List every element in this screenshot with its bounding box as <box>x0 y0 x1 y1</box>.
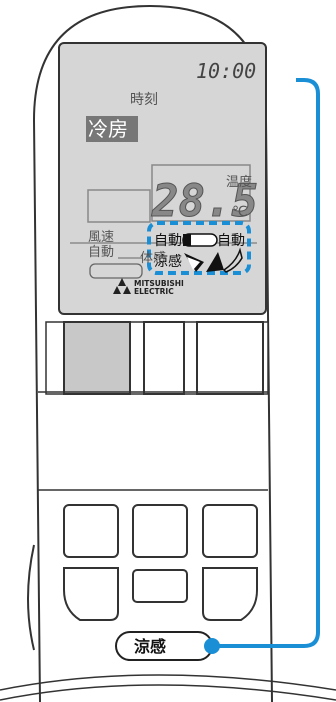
vane-highlight-box <box>147 221 251 275</box>
mode-box <box>86 116 138 142</box>
temperature-unit: ℃ <box>232 204 248 220</box>
button-left-grey[interactable] <box>63 321 131 395</box>
button-r2c1[interactable] <box>63 567 119 621</box>
body-feel-label: 体感 <box>140 250 166 266</box>
button-r1c3[interactable] <box>202 504 258 558</box>
brand-line-1: MITSUBISHI <box>134 279 184 288</box>
fan-speed-auto: 自動 <box>88 245 114 260</box>
vane-left-label: 自動 <box>154 233 182 249</box>
clock-readout: 10:00 <box>196 59 256 83</box>
button-r1c2[interactable] <box>132 504 188 558</box>
remote-side-bump <box>27 544 35 651</box>
temperature-value: 28.5 <box>151 176 258 227</box>
callout-dot <box>204 638 220 654</box>
button-center[interactable] <box>143 321 185 395</box>
mode-label: 冷房 <box>88 117 128 141</box>
button-r2c2[interactable] <box>132 569 188 603</box>
button-r1c1[interactable] <box>63 504 119 558</box>
button-r2c3[interactable] <box>202 567 258 621</box>
timer-box-empty <box>87 189 151 223</box>
brand-line-2: ELECTRIC <box>134 287 174 296</box>
clock-label: 時刻 <box>130 92 158 108</box>
remote-bottom-curve <box>0 674 336 691</box>
vane-right-label: 自動 <box>217 233 245 249</box>
fan-speed-bar <box>89 263 143 279</box>
cool-feel-lcd-label: 涼感 <box>154 253 182 270</box>
remote-bottom-curve-2 <box>0 684 336 701</box>
button-right[interactable] <box>196 321 264 395</box>
vane-indicator-fill <box>183 234 191 246</box>
temperature-label: 温度 <box>226 174 252 190</box>
airflow-wedge-icon <box>184 247 243 273</box>
lcd-panel <box>58 42 267 315</box>
cool-feel-button-label: 涼感 <box>134 637 166 656</box>
callout-line <box>217 78 320 648</box>
fan-speed-label: 風速 <box>88 230 114 245</box>
mitsubishi-logo-icon <box>113 278 131 294</box>
